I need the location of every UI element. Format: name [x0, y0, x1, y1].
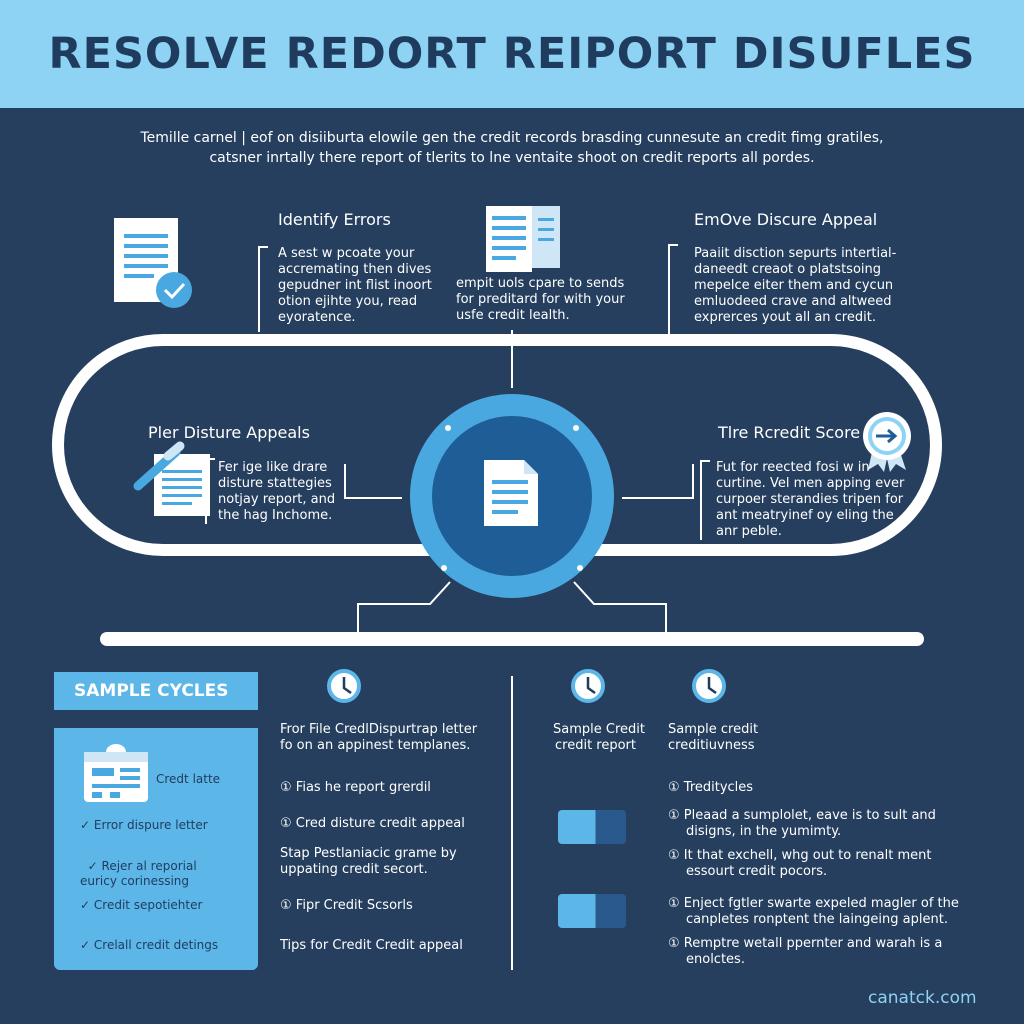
intro-paragraph: Temille carnel | eof on disiiburta elowi… [140, 128, 884, 168]
bottom-right-item: ① It that exchell, whg out to renalt men… [668, 848, 932, 879]
connector-bottom-left [357, 581, 451, 632]
letter-card-icon [84, 744, 148, 802]
arrow-button[interactable] [558, 810, 626, 844]
step-appeals-bracket [205, 458, 215, 524]
step-identify-title: Identify Errors [278, 210, 391, 229]
bottom-right-col2-line1: Sample credit [668, 722, 759, 737]
page-title: RESOLVE REDORT REIPORT DISUFLES [48, 29, 976, 79]
step-appeals-title: Pler Disture Appeals [148, 423, 310, 442]
intro-line-2: catsner inrtally there report of tlerits… [209, 150, 815, 166]
sample-card-label: Credt latte [156, 772, 221, 786]
pen-document-icon [133, 441, 210, 516]
bottom-right-item: ① Enject fgtler swarte expeled magler of… [668, 896, 959, 927]
step-appeals-body: Fer ige like drare disture stattegies no… [218, 460, 336, 523]
checked-document-icon [114, 218, 192, 308]
documents-stack-icon [486, 206, 560, 272]
sample-item: ✓ Credit sepotiehter [80, 898, 203, 912]
step-score-bracket [700, 460, 710, 540]
sample-item: ✓ Error dispure letter [80, 818, 208, 832]
step-identify-body: A sest w pcoate your accremating then di… [278, 246, 432, 325]
sample-item: ✓ Crelall credit detings [80, 938, 219, 952]
step-middle-body: empit uols cpare to sends for preditard … [456, 276, 625, 323]
bottom-mid-item: ① Fias he report grerdil [280, 780, 431, 795]
step-identify-bracket [258, 246, 268, 332]
footer-brand[interactable]: canatck.com [868, 988, 977, 1008]
divider-bar [100, 632, 924, 646]
step-remove-bracket [668, 244, 678, 334]
bottom-right-item: ① Treditycles [668, 780, 754, 795]
connector-right [622, 464, 694, 499]
bottom-mid-heading-1: Fror File CredlDispurtrap letter [280, 722, 478, 737]
connector-bottom-right [573, 581, 667, 632]
clock-icon [571, 669, 605, 703]
sample-cycles-header: SAMPLE CYCLES [54, 672, 258, 710]
bottom-mid-item: ① Cred disture credit appeal [280, 816, 465, 831]
bottom-right-item: ① Remptre wetall ppernter and warah is a… [668, 936, 943, 967]
bottom-mid-item: ① Fipr Credit Scsorls [280, 898, 413, 913]
title-banner: RESOLVE REDORT REIPORT DISUFLES [0, 0, 1024, 108]
bottom-mid-item: Tips for Credit Credit appeal [280, 938, 463, 953]
sample-item: ✓ Rejer al reporial euricy corinessing [80, 859, 197, 888]
connector-left [344, 464, 402, 499]
sample-cycles-title: SAMPLE CYCLES [74, 681, 229, 701]
arrow-button[interactable] [558, 894, 626, 928]
bottom-right-col2-line2: creditiuvness [668, 738, 755, 753]
score-badge-icon [863, 412, 911, 472]
clock-icon [692, 669, 726, 703]
document-icon [484, 460, 538, 526]
bottom-mid-heading-2: fo on an appinest templanes. [280, 738, 471, 753]
step-remove-body: Paaiit disction sepurts intertial- danee… [694, 246, 897, 325]
bottom-right-item: ① Pleaad a sumplolet, eave is to sult an… [668, 808, 936, 839]
bottom-mid-item: Stap Pestlaniacic grame by [280, 846, 457, 861]
step-score-body: Fut for reected fosi w in curtine. Vel m… [716, 460, 905, 539]
bottom-right-col1-line2: credit report [555, 738, 637, 753]
intro-line-1: Temille carnel | eof on disiiburta elowi… [140, 130, 884, 146]
bottom-mid-item: uppating credit secort. [280, 862, 428, 877]
step-score-title: Tlre Rcredit Score [718, 423, 861, 442]
step-remove-title: EmOve Discure Appeal [694, 210, 878, 229]
bottom-right-col1-line1: Sample Credit [553, 722, 645, 737]
clock-icon [327, 669, 361, 703]
